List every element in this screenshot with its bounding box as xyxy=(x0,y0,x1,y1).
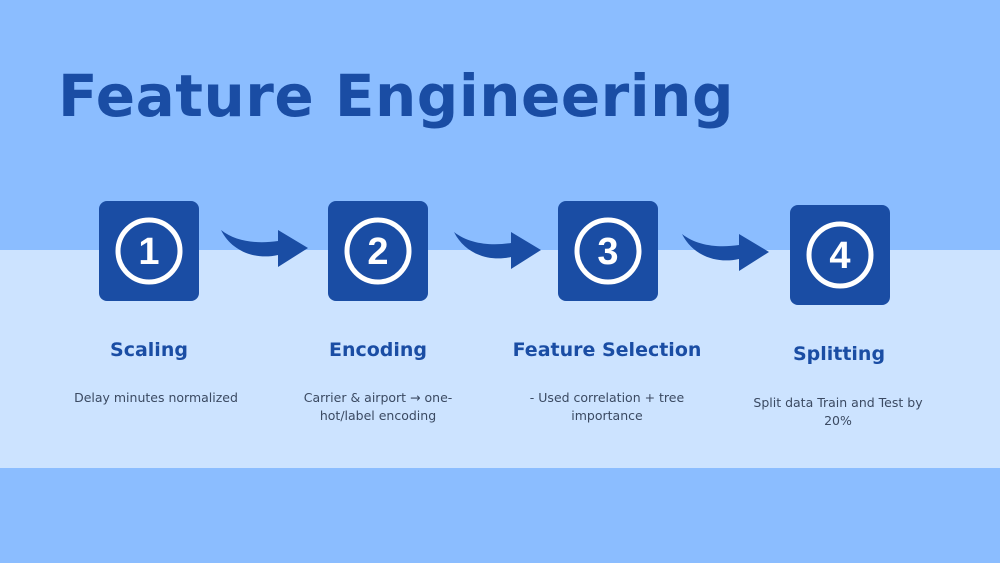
number-circle-icon xyxy=(574,217,642,285)
number-circle-icon xyxy=(344,217,412,285)
curved-arrow-icon xyxy=(221,230,308,267)
step-number: 2 xyxy=(367,231,388,273)
step-number: 3 xyxy=(597,231,618,273)
number-circle-icon xyxy=(115,217,183,285)
step-2-label: Encoding xyxy=(328,339,428,361)
step-1-description: Delay minutes normalized xyxy=(74,390,238,405)
curved-arrow-icon xyxy=(682,234,769,271)
step-3-description: - Used correlation + tree importance xyxy=(529,390,685,423)
step-3-badge: 3 xyxy=(558,201,658,301)
step-4-badge: 4 xyxy=(790,205,890,305)
step-2-badge: 2 xyxy=(328,201,428,301)
step-4-label: Splitting xyxy=(792,343,886,365)
step-number: 4 xyxy=(829,235,850,277)
step-2-description: Carrier & airport → one-hot/label encodi… xyxy=(303,390,453,423)
number-circle-icon xyxy=(806,221,874,289)
step-1-label: Scaling xyxy=(110,339,188,361)
step-number: 1 xyxy=(138,231,159,273)
step-4-description: Split data Train and Test by 20% xyxy=(753,395,923,428)
curved-arrow-icon xyxy=(454,232,541,269)
slide-title: Feature Engineering xyxy=(58,62,734,130)
step-3-label: Feature Selection xyxy=(512,339,702,361)
step-1-badge: 1 xyxy=(99,201,199,301)
